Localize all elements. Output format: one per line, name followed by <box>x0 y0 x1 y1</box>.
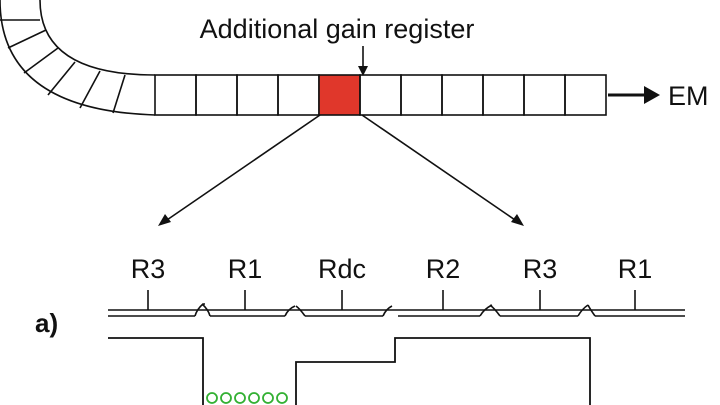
register-cell <box>482 74 525 116</box>
electrode-label-r1: R1 <box>618 254 653 284</box>
electrode-rail <box>108 303 685 317</box>
electrode-label-r1: R1 <box>228 254 263 284</box>
register-cell <box>359 74 402 116</box>
straight-register <box>154 74 607 116</box>
electrode-label-rdc: Rdc <box>318 254 366 284</box>
register-cell <box>236 74 279 116</box>
register-cell <box>154 74 197 116</box>
electron <box>248 392 260 404</box>
register-cell <box>195 74 238 116</box>
curved-register-cell-divider <box>112 74 126 114</box>
register-cell <box>441 74 484 116</box>
register-cell <box>523 74 566 116</box>
gain-register-label: Additional gain register <box>200 14 475 44</box>
curved-register <box>0 0 156 116</box>
gain-register-cell <box>318 74 361 116</box>
electron-charge-packet <box>206 392 288 404</box>
electron <box>206 392 218 404</box>
electrode-label-r2: R2 <box>426 254 461 284</box>
register-cell <box>400 74 443 116</box>
zoom-arrow-left <box>158 114 321 226</box>
curved-register-cell-divider <box>79 70 101 109</box>
electrode-labels: R3 R1 Rdc R2 R3 R1 <box>131 254 653 310</box>
electron <box>220 392 232 404</box>
electrode-label-r3: R3 <box>131 254 166 284</box>
gain-register-pointer-arrow <box>358 46 368 76</box>
electrode-label-r3: R3 <box>523 254 558 284</box>
potential-well-profile <box>108 337 591 405</box>
curved-register-inner-edge <box>39 0 156 76</box>
curved-register-cell-divider <box>23 47 59 74</box>
register-cell <box>277 74 320 116</box>
electron <box>262 392 274 404</box>
em-output-label: EM <box>668 81 709 111</box>
em-output-arrow <box>608 86 660 104</box>
register-cell <box>564 74 607 116</box>
electron <box>276 392 288 404</box>
curved-register-cell-divider <box>7 29 47 49</box>
panel-label: a) <box>35 308 58 338</box>
curved-register-cell-divider <box>47 61 76 96</box>
electron <box>234 392 246 404</box>
zoom-arrow-right <box>361 114 524 226</box>
curved-register-outer-edge <box>0 0 156 116</box>
